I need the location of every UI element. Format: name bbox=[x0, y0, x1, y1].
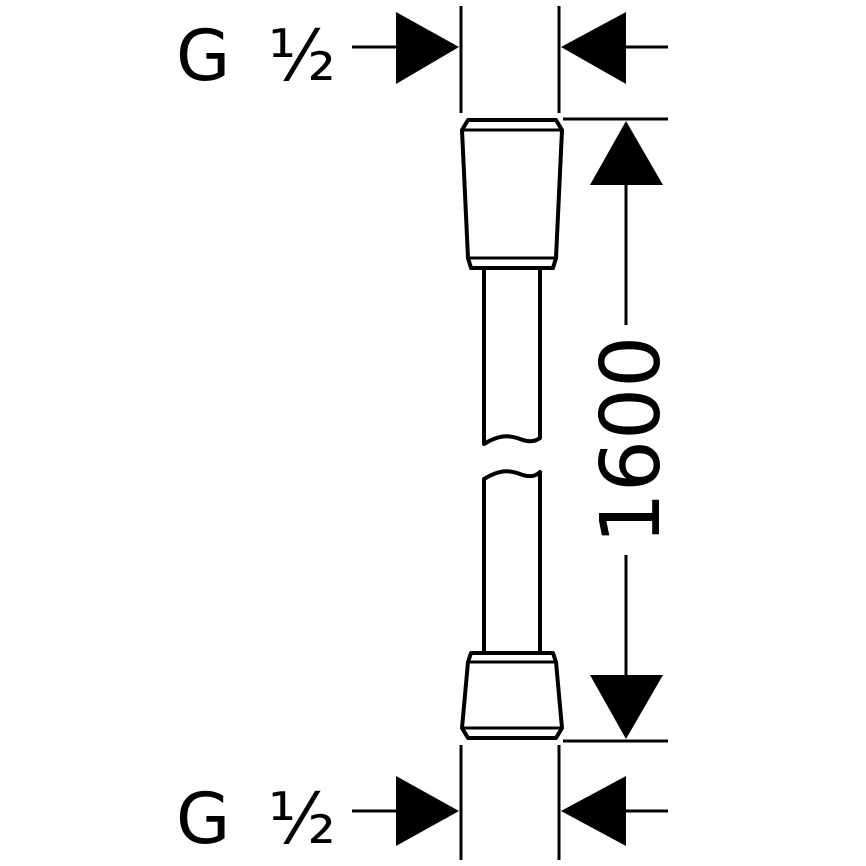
upper-hose-segment bbox=[482, 268, 542, 446]
length-dimension-value: 1600 bbox=[584, 336, 679, 545]
length-top-arrowhead bbox=[590, 121, 663, 185]
length-bottom-arrowhead bbox=[590, 675, 663, 739]
shower-hose bbox=[460, 118, 564, 740]
top-thread-letter: G bbox=[176, 15, 230, 97]
bottom-thread-letter: G bbox=[176, 778, 230, 860]
lower-hose-segment bbox=[482, 469, 542, 653]
bottom-fitting bbox=[460, 651, 564, 740]
top-thread-fraction: ½ bbox=[268, 15, 336, 97]
bottom-right-arrowhead bbox=[561, 776, 626, 846]
top-fitting bbox=[460, 118, 564, 270]
top-right-arrowhead bbox=[561, 12, 626, 84]
top-thread-dimension: G ½ bbox=[176, 6, 668, 113]
length-dimension: 1600 bbox=[563, 117, 679, 743]
top-left-arrowhead bbox=[396, 12, 459, 84]
bottom-thread-fraction: ½ bbox=[268, 778, 336, 860]
bottom-left-arrowhead bbox=[396, 776, 459, 846]
bottom-thread-dimension: G ½ bbox=[176, 745, 668, 860]
